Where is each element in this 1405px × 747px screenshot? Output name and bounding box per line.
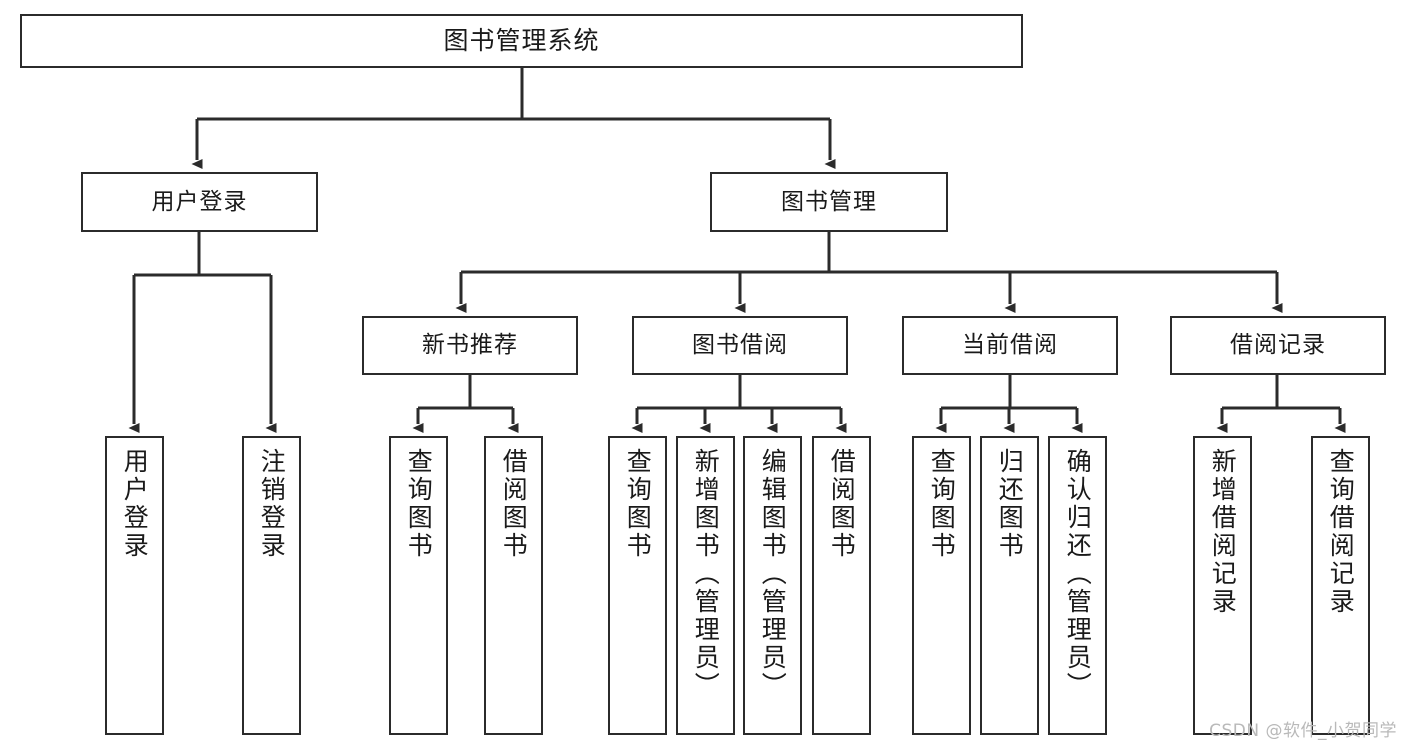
- node-label: 查询图书: [623, 448, 653, 560]
- node-label: 新增图书（管理员）: [691, 448, 721, 700]
- node-label: 借阅图书: [499, 448, 529, 560]
- node-label: 图书管理系统: [443, 25, 600, 55]
- node-label: 图书借阅: [692, 332, 788, 359]
- node-book-borrow[interactable]: 图书借阅: [632, 316, 848, 375]
- node-root-system[interactable]: 图书管理系统: [20, 14, 1023, 68]
- leaf-new-book-query-book[interactable]: 查询图书: [389, 436, 448, 735]
- node-label: 注销登录: [257, 448, 287, 560]
- node-label: 新书推荐: [422, 332, 518, 359]
- leaf-user-login-signin[interactable]: 用户登录: [105, 436, 164, 735]
- leaf-record-add-record[interactable]: 新增借阅记录: [1193, 436, 1252, 735]
- leaf-current-confirm-return-admin[interactable]: 确认归还（管理员）: [1048, 436, 1107, 735]
- node-label: 确认归还（管理员）: [1063, 448, 1093, 700]
- leaf-borrow-query-book[interactable]: 查询图书: [608, 436, 667, 735]
- node-current-borrow[interactable]: 当前借阅: [902, 316, 1118, 375]
- node-new-book-recommend[interactable]: 新书推荐: [362, 316, 578, 375]
- node-label: 编辑图书（管理员）: [758, 448, 788, 700]
- node-label: 借阅记录: [1230, 332, 1326, 359]
- leaf-current-query-book[interactable]: 查询图书: [912, 436, 971, 735]
- leaf-current-return-book[interactable]: 归还图书: [980, 436, 1039, 735]
- node-label: 用户登录: [120, 448, 150, 560]
- node-label: 用户登录: [151, 188, 248, 215]
- node-label: 查询借阅记录: [1326, 448, 1356, 616]
- leaf-borrow-borrow-book[interactable]: 借阅图书: [812, 436, 871, 735]
- node-label: 图书管理: [781, 188, 877, 215]
- leaf-new-book-borrow-book[interactable]: 借阅图书: [484, 436, 543, 735]
- node-label: 查询图书: [404, 448, 434, 560]
- leaf-borrow-edit-book-admin[interactable]: 编辑图书（管理员）: [743, 436, 802, 735]
- node-label: 当前借阅: [962, 332, 1058, 359]
- leaf-record-query-record[interactable]: 查询借阅记录: [1311, 436, 1370, 735]
- leaf-borrow-add-book-admin[interactable]: 新增图书（管理员）: [676, 436, 735, 735]
- node-label: 借阅图书: [827, 448, 857, 560]
- node-borrow-record[interactable]: 借阅记录: [1170, 316, 1386, 375]
- node-label: 查询图书: [927, 448, 957, 560]
- node-user-login[interactable]: 用户登录: [81, 172, 318, 232]
- node-book-management[interactable]: 图书管理: [710, 172, 948, 232]
- node-label: 归还图书: [995, 448, 1025, 560]
- node-label: 新增借阅记录: [1208, 448, 1238, 616]
- leaf-user-login-signout[interactable]: 注销登录: [242, 436, 301, 735]
